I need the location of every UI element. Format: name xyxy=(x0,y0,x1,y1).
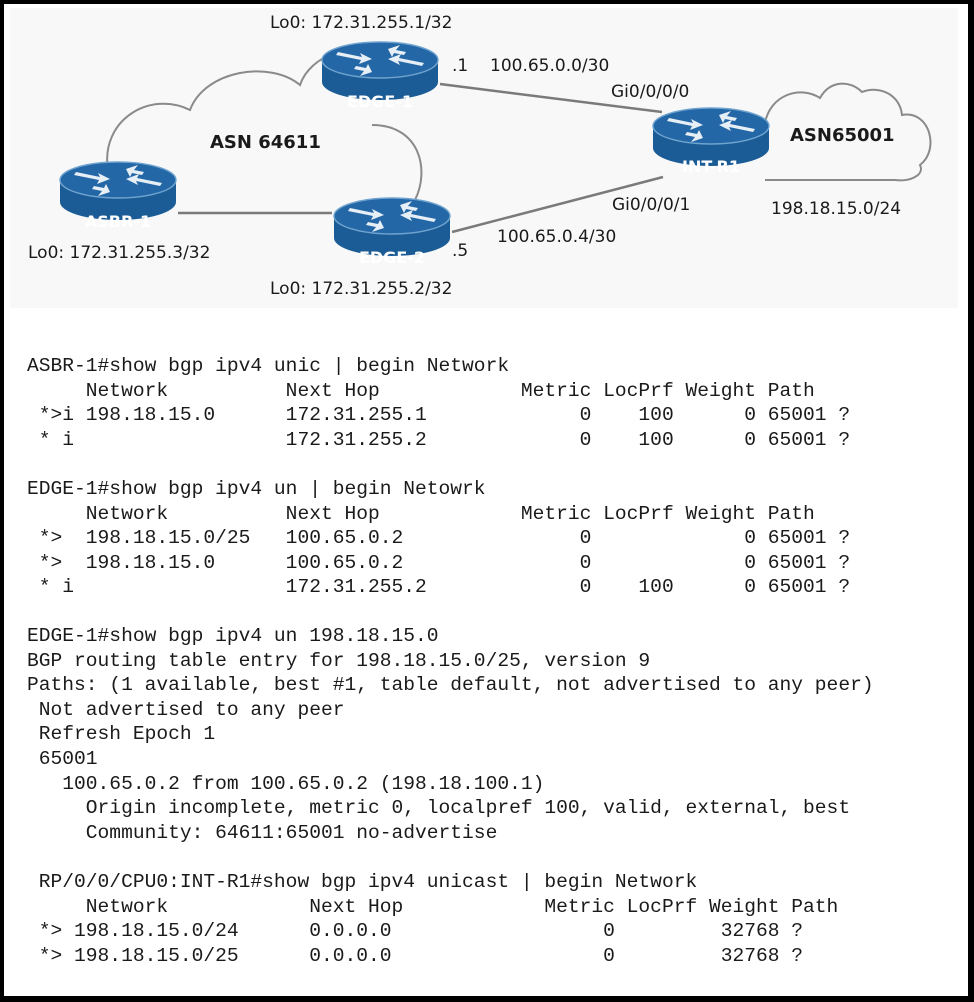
cli-table-row: *> 198.18.15.0/24 0.0.0.0 0 32768 ? xyxy=(27,920,804,943)
cli-output-line: 100.65.0.2 from 100.65.0.2 (198.18.100.1… xyxy=(27,772,545,795)
link2-interface-label: Gi0/0/0/1 xyxy=(612,195,691,215)
router-edge2-name: EDGE-2 xyxy=(358,248,426,267)
cli-table-header: Network Next Hop Metric LocPrf Weight Pa… xyxy=(27,502,815,525)
asn-internal-cloud-right xyxy=(371,124,423,201)
cli-table-row: *> 198.18.15.0 100.65.0.2 0 0 65001 ? xyxy=(27,551,851,574)
cli-table-row: *> 198.18.15.0/25 100.65.0.2 0 0 65001 ? xyxy=(27,527,851,550)
cli-output-line: Not advertised to any peer xyxy=(27,698,345,721)
cli-table-header: Network Next Hop Metric LocPrf Weight Pa… xyxy=(27,379,815,402)
router-edge1-name: EDGE-1 xyxy=(346,92,414,111)
router-asbr1-name: ASBR-1 xyxy=(84,212,152,231)
router-intr1-name: INT-R1 xyxy=(682,157,740,176)
link1-subnet-label: 100.65.0.0/30 xyxy=(490,56,610,76)
cli-block-edge1-bgp-table: EDGE-1#show bgp ipv4 un | begin Netowrk … xyxy=(27,477,850,600)
cli-output-line: Refresh Epoch 1 xyxy=(27,723,216,746)
link2-near-ip-label: .5 xyxy=(452,241,469,261)
cli-output-line: BGP routing table entry for 198.18.15.0/… xyxy=(27,649,651,672)
cli-table-header: Network Next Hop Metric LocPrf Weight Pa… xyxy=(27,895,839,918)
cli-table-row: * i 172.31.255.2 0 100 0 65001 ? xyxy=(27,576,851,599)
topology-diagram-area xyxy=(10,8,958,308)
cli-block-asbr1-bgp-table: ASBR-1#show bgp ipv4 unic | begin Networ… xyxy=(27,354,850,452)
network-topology xyxy=(59,41,932,257)
cli-output-line: 65001 xyxy=(27,747,98,770)
asn-internal-label: ASN 64611 xyxy=(210,132,321,153)
edge1-loopback-label: Lo0: 172.31.255.1/32 xyxy=(270,13,453,33)
cli-command: RP/0/0/CPU0:INT-R1#show bgp ipv4 unicast… xyxy=(27,871,698,893)
external-prefix-label: 198.18.15.0/24 xyxy=(771,199,902,219)
link1-near-ip-label: .1 xyxy=(452,56,469,76)
link2-subnet-label: 100.65.0.4/30 xyxy=(497,227,617,247)
cli-output-line: Paths: (1 available, best #1, table defa… xyxy=(27,674,874,697)
cli-command: EDGE-1#show bgp ipv4 un | begin Netowrk xyxy=(27,478,486,500)
cli-command: EDGE-1#show bgp ipv4 un 198.18.15.0 xyxy=(27,625,439,647)
cli-table-row: *> 198.18.15.0/25 0.0.0.0 0 32768 ? xyxy=(27,944,804,967)
asn-external-cloud xyxy=(764,82,932,182)
edge2-loopback-label: Lo0: 172.31.255.2/32 xyxy=(270,279,453,299)
cli-table-row: *>i 198.18.15.0 172.31.255.1 0 100 0 650… xyxy=(27,404,851,427)
cli-output-line: Origin incomplete, metric 0, localpref 1… xyxy=(27,797,851,820)
link1-interface-label: Gi0/0/0/0 xyxy=(611,82,690,102)
link-edge2-intr1 xyxy=(451,175,664,234)
cli-block-intr1-bgp-table: RP/0/0/CPU0:INT-R1#show bgp ipv4 unicast… xyxy=(27,870,839,968)
link-edge1-intr1 xyxy=(439,82,663,114)
cli-table-row: * i 172.31.255.2 0 100 0 65001 ? xyxy=(27,428,851,451)
asbr1-loopback-label: Lo0: 172.31.255.3/32 xyxy=(28,243,211,263)
asn-external-label: ASN65001 xyxy=(790,125,895,146)
cli-output-line: Community: 64611:65001 no-advertise xyxy=(27,821,498,844)
cli-command: ASBR-1#show bgp ipv4 unic | begin Networ… xyxy=(27,355,510,377)
